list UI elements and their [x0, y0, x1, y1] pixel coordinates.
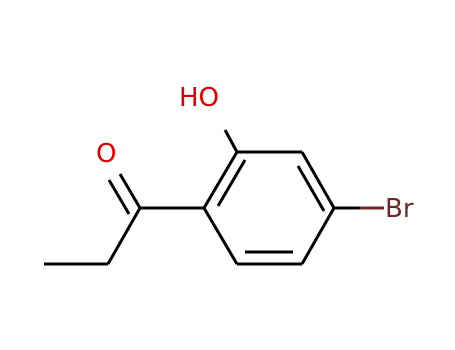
hydroxyl-bond: [223, 129, 239, 153]
ring-bond-c1-c2-inner: [216, 159, 247, 207]
carbonyl-bond-a: [118, 173, 142, 209]
ring-bond-c6-c1: [202, 207, 239, 265]
ring-bond-c3-c4: [300, 151, 336, 209]
ethyl-bond-1: [106, 207, 142, 265]
bromine-label: Br: [385, 194, 414, 224]
carbonyl-oxygen-label: O: [96, 139, 116, 169]
ring-bond-c3-c4-inner: [296, 165, 326, 212]
carbonyl-bond-b: [107, 179, 131, 215]
hydroxyl-label: HO: [179, 83, 219, 113]
ring-bond-c4-c5: [300, 207, 336, 265]
ring-bond-c1-c2: [202, 151, 239, 209]
